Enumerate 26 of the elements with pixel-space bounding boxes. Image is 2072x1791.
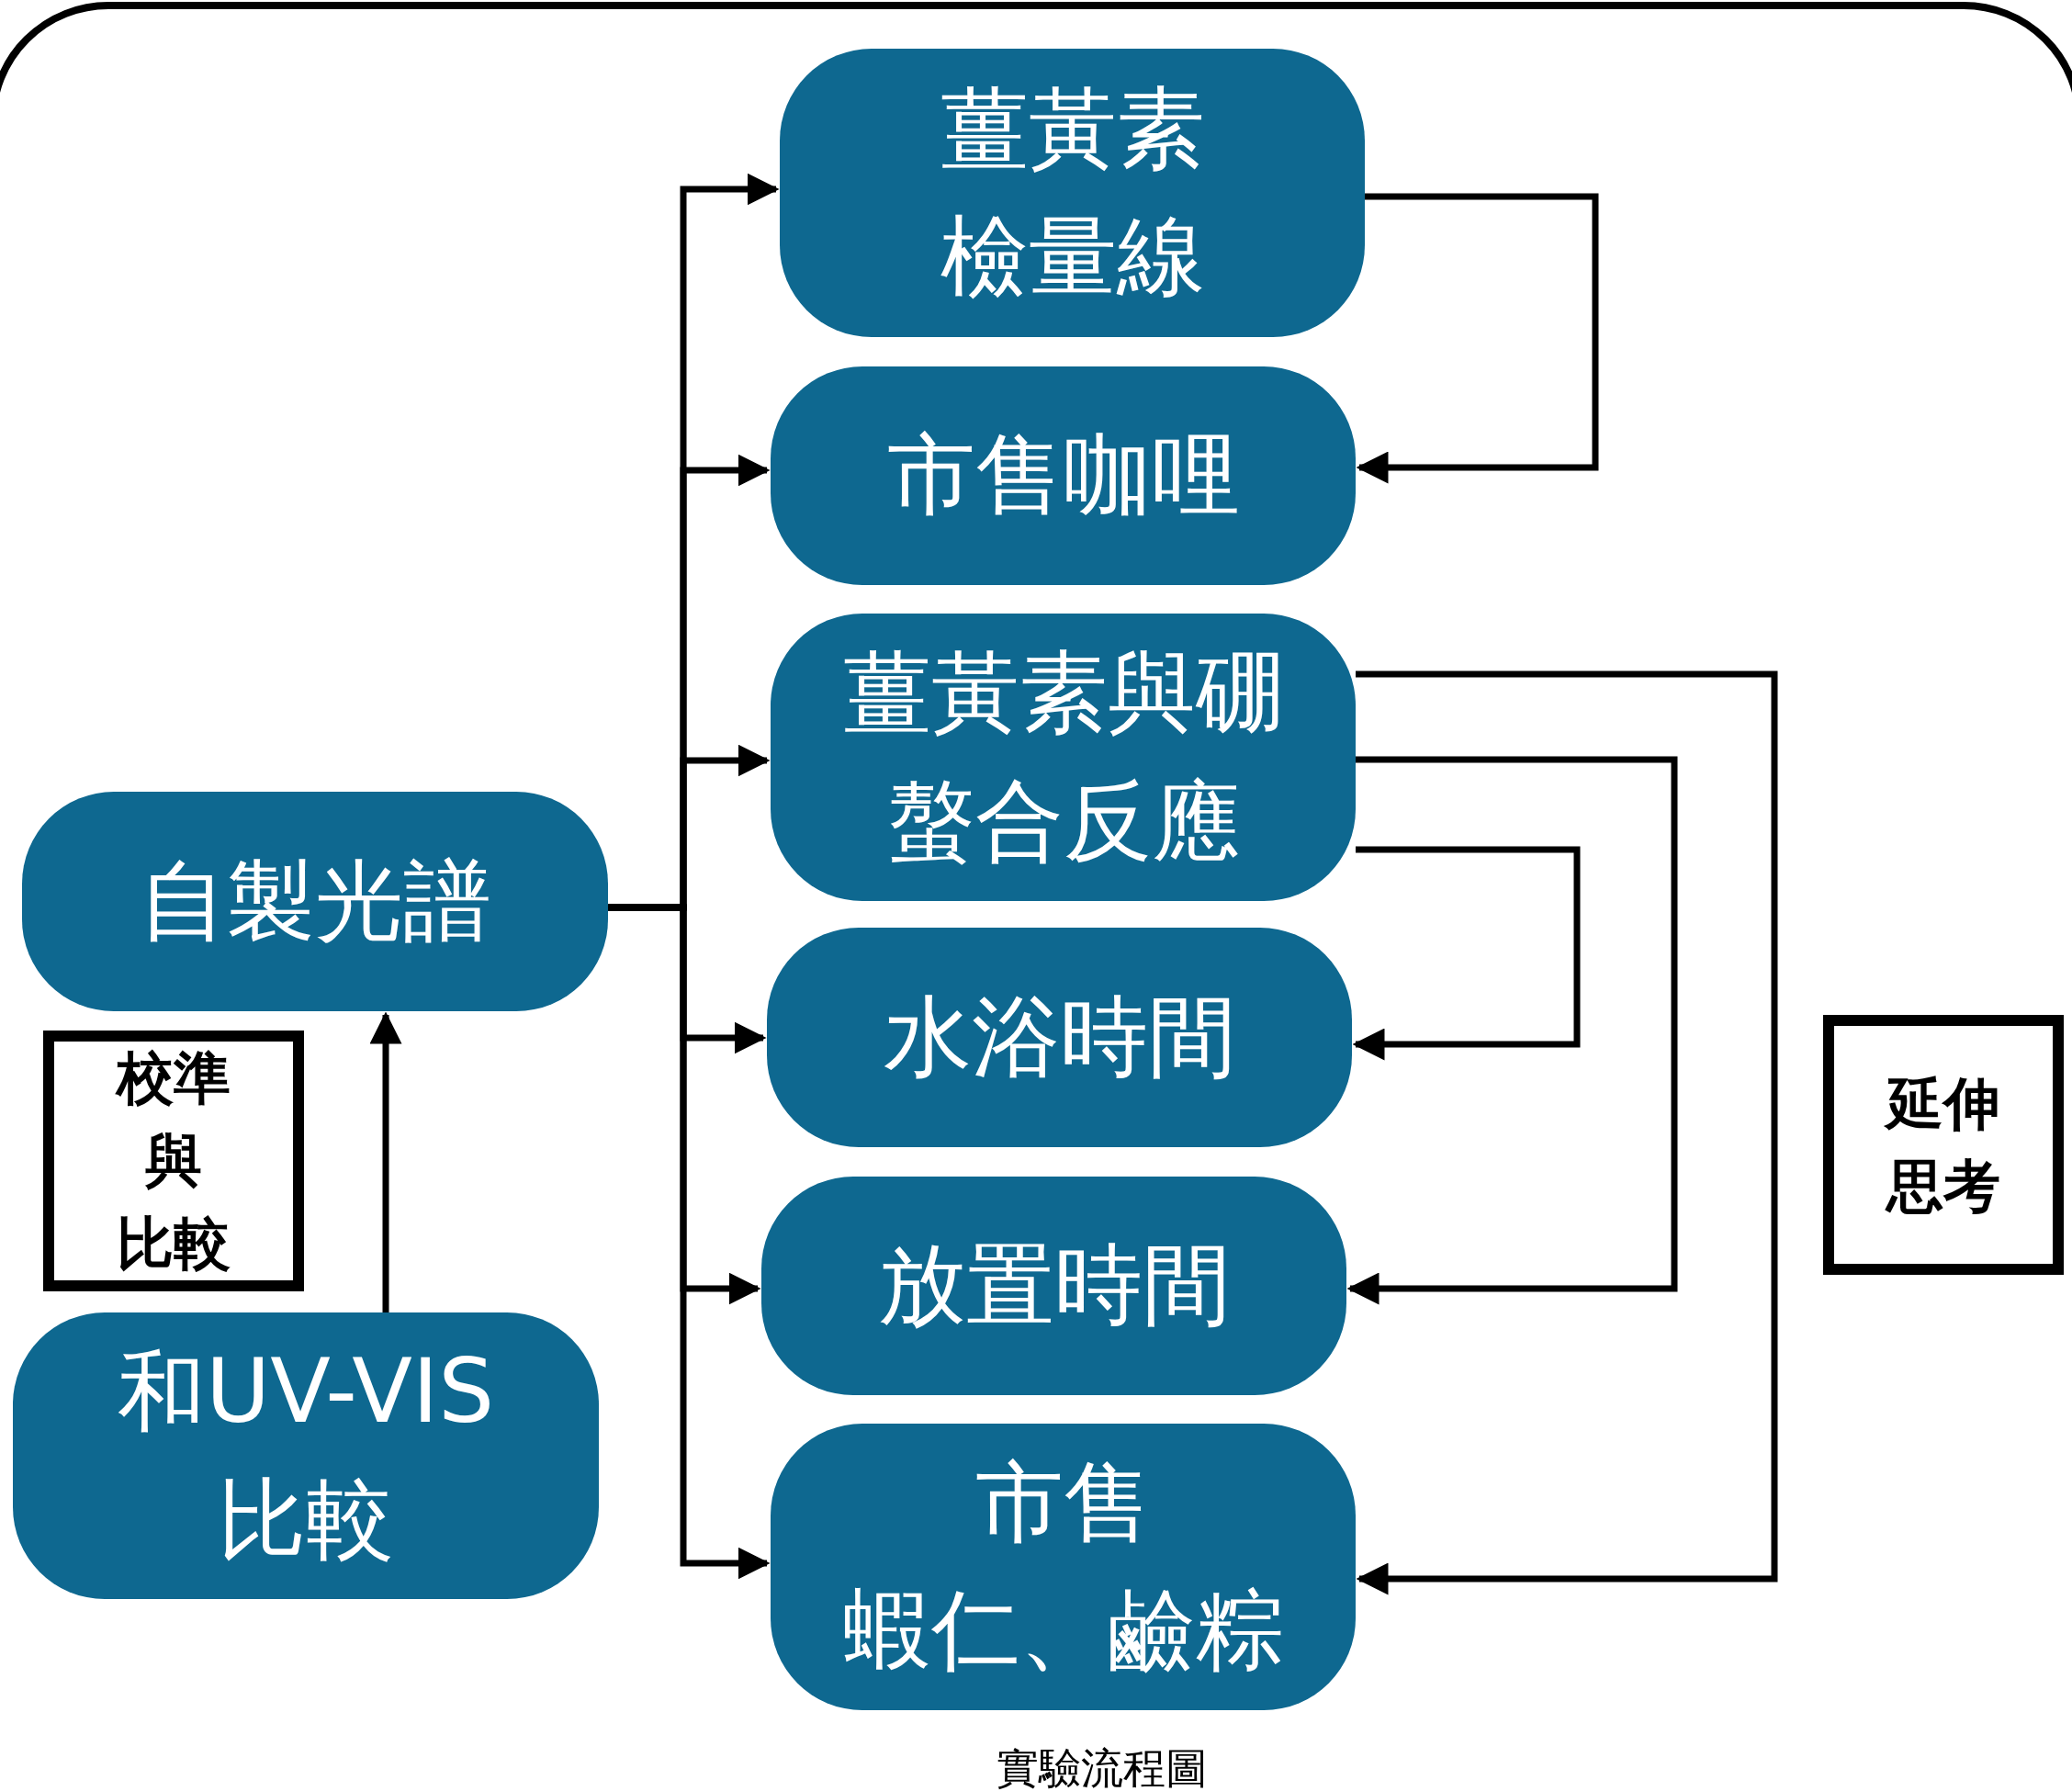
- note-box: [43, 1031, 304, 1291]
- node-label: 蝦仁、鹼粽: [841, 1578, 1285, 1684]
- node-label: 比較: [217, 1467, 395, 1572]
- node-label: 校準: [114, 1043, 231, 1114]
- node-label: 放置時間: [876, 1233, 1232, 1339]
- node-label: 自製光譜: [138, 848, 492, 954]
- node-label: 水浴時間: [882, 984, 1237, 1090]
- diagram-caption: 實驗流程圖: [996, 1742, 1209, 1791]
- node-label: 市售咖哩: [885, 422, 1241, 529]
- node-label: 市售: [974, 1449, 1153, 1556]
- node-label: 薑黃素與硼螯合反應: [841, 640, 1285, 874]
- connector-arrow: [1356, 670, 1778, 1595]
- note-box: [1823, 1015, 2064, 1275]
- step-pill: [771, 1424, 1356, 1710]
- node-label: 薑黃素檢量線: [939, 75, 1206, 310]
- step-pill: [771, 614, 1356, 901]
- node-label: 和UV-VIS: [116, 1338, 496, 1445]
- node-label: 延伸思考: [1879, 1062, 2008, 1228]
- step-pill: [13, 1312, 599, 1599]
- connector-arrow: [1352, 846, 1581, 1061]
- connector-arrow: [1346, 756, 1678, 1305]
- connector-arrow: [1356, 193, 1599, 484]
- connector-arrow: [369, 1011, 402, 1312]
- node-label: 與: [144, 1126, 203, 1197]
- node-label: 比較: [116, 1208, 231, 1278]
- step-pill: [780, 49, 1365, 337]
